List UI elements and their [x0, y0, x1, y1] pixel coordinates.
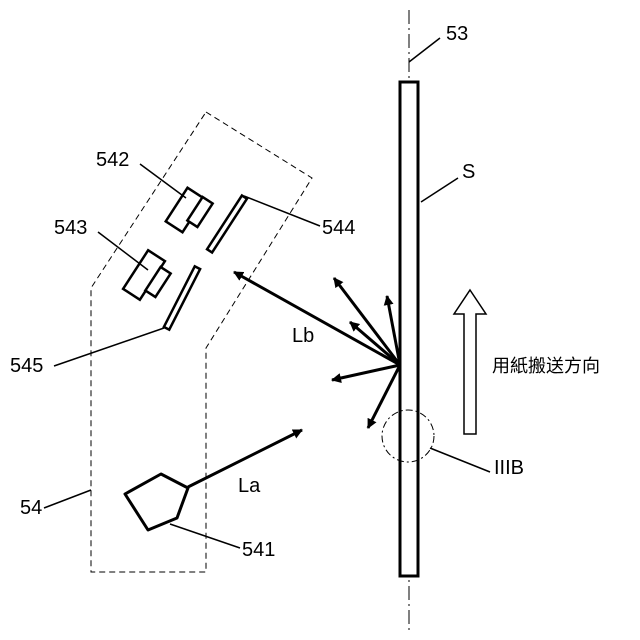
leader-541	[170, 524, 240, 548]
label-542: 542	[96, 149, 129, 171]
leader-54	[44, 490, 91, 508]
ray-2	[334, 278, 400, 365]
ray-5	[332, 365, 400, 380]
leader-iiib	[430, 448, 490, 472]
label-lb: Lb	[292, 325, 314, 347]
leader-543	[98, 232, 148, 270]
conveyance-direction-arrow	[454, 290, 486, 434]
ray-6	[368, 365, 400, 428]
label-544: 544	[322, 217, 355, 239]
label-iiib: IIIB	[494, 457, 524, 479]
scattered-rays	[234, 272, 400, 428]
component-542	[166, 188, 213, 232]
ray-lb	[234, 272, 400, 365]
leader-545	[54, 328, 164, 366]
sheet-s	[400, 82, 418, 576]
label-541: 541	[242, 539, 275, 561]
label-la: La	[238, 475, 261, 497]
label-543: 543	[54, 217, 87, 239]
light-source-541	[125, 474, 188, 530]
label-53: 53	[446, 23, 468, 45]
component-543	[123, 250, 171, 299]
leader-542	[140, 164, 186, 198]
label-s: S	[462, 161, 475, 183]
label-conveyance-direction: 用紙搬送方向	[492, 356, 600, 377]
leader-544	[244, 196, 320, 226]
label-545: 545	[10, 355, 43, 377]
leader-lines	[44, 38, 490, 548]
leader-53	[409, 38, 440, 62]
label-54: 54	[20, 497, 42, 519]
leader-s	[421, 178, 458, 202]
